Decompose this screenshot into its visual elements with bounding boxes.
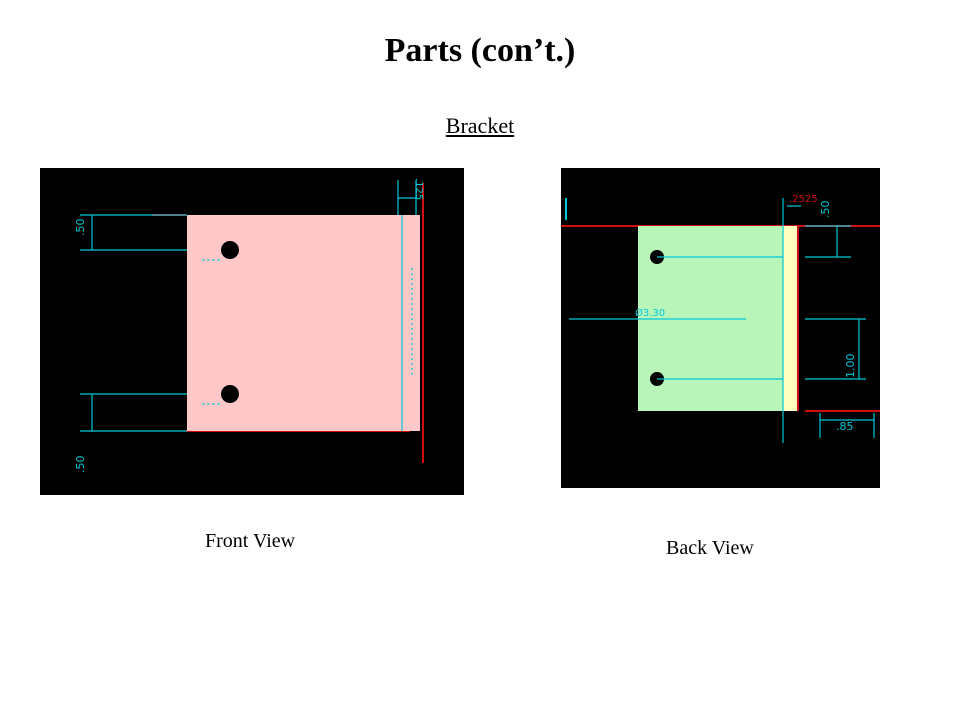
back-view-caption: Back View <box>666 537 754 559</box>
front-dimension-lines <box>80 180 417 432</box>
back-dim-hole-label: Ø3.30 <box>635 307 665 319</box>
front-hole-top <box>221 241 239 259</box>
front-dim-top-label: .50 <box>74 219 87 237</box>
slide-title: Parts (con’t.) <box>384 32 576 69</box>
front-view-svg: .50 .50 .125 <box>74 178 424 474</box>
back-edge-strip <box>783 226 798 411</box>
part-name: Bracket <box>445 113 515 138</box>
back-view-svg: .2525 .50 1.00 .85 Ø3.30 <box>561 194 880 443</box>
front-dim-edge-label: .125 <box>413 178 424 200</box>
front-view-drawing: .50 .50 .125 <box>40 168 464 495</box>
front-dim-bottom-label: .50 <box>74 456 87 474</box>
back-dim-flange-label: .2525 <box>789 194 818 205</box>
back-dim-spacing-label: 1.00 <box>844 354 857 379</box>
back-view-drawing: .2525 .50 1.00 .85 Ø3.30 <box>561 168 880 488</box>
back-dimension-lines <box>569 198 875 443</box>
front-hole-bottom <box>221 385 239 403</box>
back-dim-depth-label: .85 <box>836 420 854 433</box>
front-view-caption: Front View <box>205 530 296 552</box>
back-dim-top-label: .50 <box>819 201 832 219</box>
